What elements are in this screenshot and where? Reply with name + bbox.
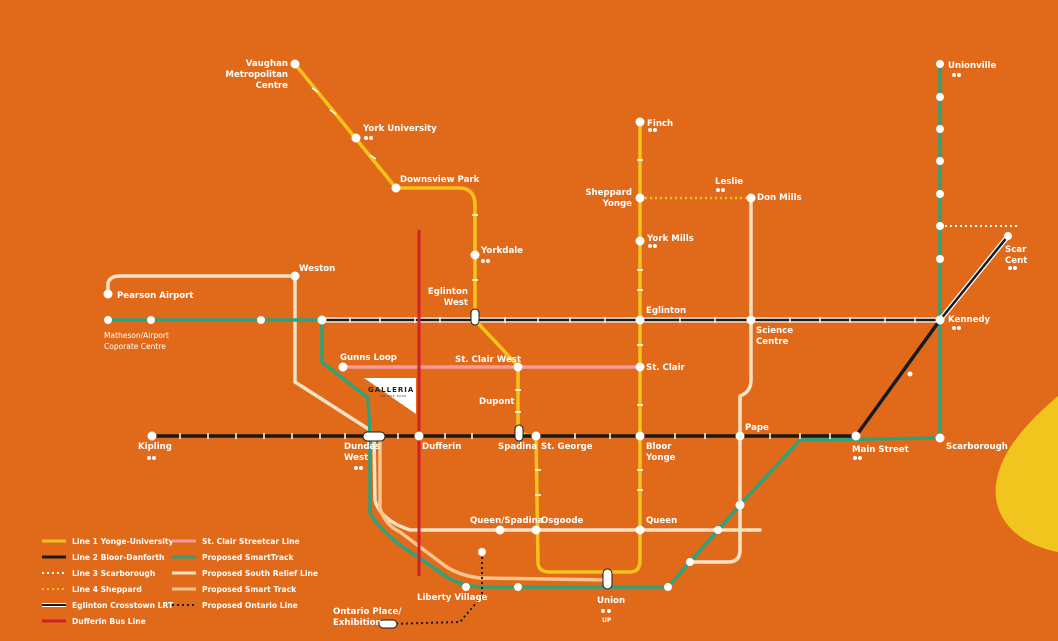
south-relief-line (106, 196, 762, 564)
label-st-clair: St. Clair (646, 363, 686, 373)
label-pape: Pape (745, 423, 769, 433)
label-line: West (344, 453, 368, 463)
legend-item: Line 1 Yonge-University (42, 537, 174, 546)
label-line: Bloor (646, 442, 672, 452)
label-line: Centre (756, 337, 789, 347)
label-yorkdale: Yorkdale (480, 246, 523, 256)
legend-item: Proposed SmartTrack (172, 553, 295, 562)
label-line: Yonge (645, 453, 676, 463)
legend-label: Dufferin Bus Line (72, 617, 146, 626)
legend-label: Proposed Ontario Line (202, 601, 298, 610)
label-weston: Weston (299, 264, 335, 274)
label-line: Coporate Centre (104, 342, 166, 351)
label-liberty-village: Liberty Village (417, 593, 488, 603)
label-union: Union (597, 596, 625, 606)
galleria-marker: GALLERIA ON THE PARK (364, 378, 416, 414)
label-spadina: Spadina (498, 442, 537, 452)
label-ontario-place: Ontario Place/Exhibition (333, 607, 402, 628)
ontario-line (387, 552, 483, 625)
legend-label: Line 3 Scarborough (72, 569, 155, 578)
label-queen: Queen (646, 516, 677, 526)
station-dots (103, 59, 1012, 591)
legend-label: Line 2 Bloor-Danforth (72, 553, 164, 562)
legend-item: Proposed Smart Track (172, 585, 297, 594)
interchange-pills (362, 308, 613, 629)
label-line: Ontario Place/ (333, 607, 402, 617)
label-line: Science (756, 326, 793, 336)
yellow-corner-shape (995, 396, 1058, 552)
label-pearson-airport: Pearson Airport (117, 291, 194, 301)
legend-item: St. Clair Streetcar Line (172, 537, 300, 546)
legend-label: Line 4 Sheppard (72, 585, 142, 594)
label-kipling: Kipling (138, 442, 172, 452)
label-leslie: Leslie (715, 177, 743, 187)
label-kennedy: Kennedy (948, 315, 991, 325)
legend-item: Dufferin Bus Line (42, 617, 146, 626)
label-line: Metropolitan (225, 70, 288, 80)
label-line: Sheppard (585, 188, 632, 198)
legend-label: Proposed Smart Track (202, 585, 297, 594)
label-main-street: Main Street (852, 445, 909, 455)
label-york-mills: York Mills (646, 234, 694, 244)
label-line: Dundas (344, 442, 380, 452)
legend-item: Eglinton Crosstown LRT (42, 601, 174, 610)
label-downsview-park: Downsview Park (400, 175, 480, 185)
legend-item: Proposed Ontario Line (172, 601, 298, 610)
label-up-badge: UP (602, 617, 612, 624)
smart-track-line (378, 434, 612, 582)
label-line: West (444, 298, 468, 308)
label-gunns-loop: Gunns Loop (340, 353, 397, 363)
smarttrack-line (106, 62, 942, 589)
legend-item: Proposed South Relief Line (172, 569, 318, 578)
line2-bloor-danforth (150, 318, 942, 438)
label-york-university: York University (362, 124, 437, 134)
label-osgoode: Osgoode (541, 516, 584, 526)
label-unionville: Unionville (948, 61, 997, 71)
label-st-clair-west: St. Clair West (455, 355, 521, 365)
label-line: Exhibition (333, 618, 382, 628)
accessibility-icons (147, 73, 1017, 613)
legend-label: Line 1 Yonge-University (72, 537, 174, 546)
label-st-george: St. George (541, 442, 593, 452)
legend-item: Line 3 Scarborough (42, 569, 155, 578)
galleria-name: GALLERIA (368, 386, 414, 394)
legend-item: Line 2 Bloor-Danforth (42, 553, 164, 562)
label-dufferin: Dufferin (422, 442, 461, 452)
label-line: Cent (1005, 256, 1027, 266)
label-scarborough: Scarborough (946, 442, 1008, 452)
label-eglinton: Eglinton (646, 306, 686, 316)
label-line: Matheson/Airport (104, 331, 169, 340)
label-line: Centre (256, 81, 289, 91)
galleria-tagline: ON THE PARK (380, 394, 407, 398)
label-finch: Finch (647, 119, 673, 129)
label-queen-spadina: Queen/Spadina (470, 516, 544, 526)
legend-label: St. Clair Streetcar Line (202, 537, 300, 546)
label-line: Vaughan (246, 59, 288, 69)
legend-item: Line 4 Sheppard (42, 585, 142, 594)
track-ticks (179, 87, 916, 496)
legend-label: Proposed South Relief Line (202, 569, 318, 578)
label-dupont: Dupont (479, 397, 515, 407)
label-line: Eglinton (428, 287, 468, 297)
legend-label: Proposed SmartTrack (202, 553, 295, 562)
label-line: Yonge (602, 199, 633, 209)
legend-label: Eglinton Crosstown LRT (72, 601, 174, 610)
label-line: Scar (1005, 245, 1027, 255)
label-don-mills: Don Mills (757, 193, 802, 203)
